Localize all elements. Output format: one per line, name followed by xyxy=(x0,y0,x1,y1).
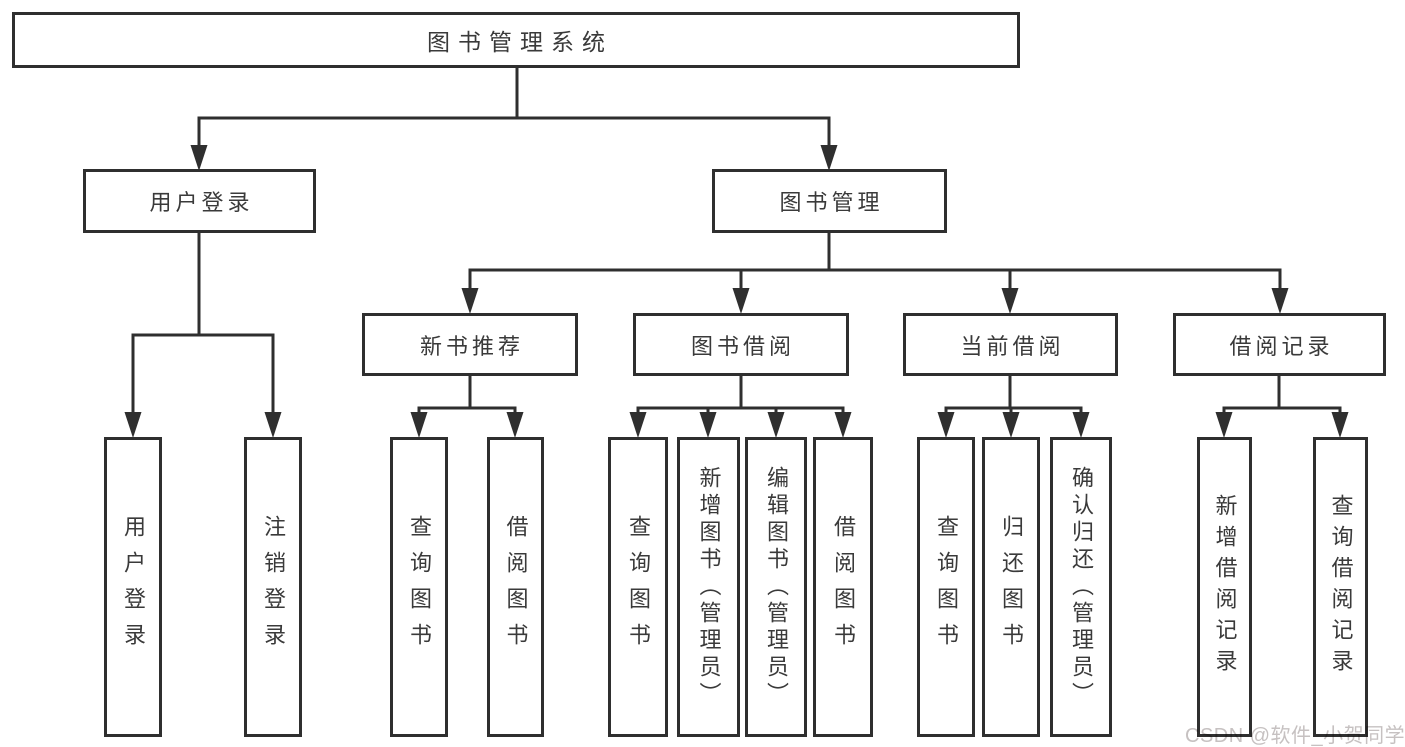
leaf-logout: 注销登录 xyxy=(244,437,302,737)
watermark: CSDN @软件_小贺同学 xyxy=(1185,725,1405,747)
arrow-down-icon xyxy=(1002,412,1020,438)
leaf-add-books-admin: 新增图书（管理员） xyxy=(677,437,740,737)
node-user-login: 用户登录 xyxy=(83,169,316,233)
node-current-borrowing: 当前借阅 xyxy=(903,313,1118,376)
arrow-down-icon xyxy=(264,412,282,438)
node-book-borrowing: 图书借阅 xyxy=(633,313,849,376)
node-borrowing-records: 借阅记录 xyxy=(1173,313,1386,376)
arrow-down-icon xyxy=(1331,412,1349,438)
leaf-query-books-recommend: 查询图书 xyxy=(390,437,448,737)
arrow-down-icon xyxy=(1215,412,1233,438)
leaf-confirm-return-admin: 确认归还（管理员） xyxy=(1050,437,1112,737)
leaf-borrow-books: 借阅图书 xyxy=(813,437,873,737)
leaf-borrow-books-recommend: 借阅图书 xyxy=(487,437,544,737)
leaf-query-borrow-record: 查询借阅记录 xyxy=(1313,437,1368,737)
arrow-down-icon xyxy=(767,412,785,438)
arrow-down-icon xyxy=(1001,288,1019,314)
arrow-down-icon xyxy=(937,412,955,438)
node-new-book-recommendation: 新书推荐 xyxy=(362,313,578,376)
arrow-down-icon xyxy=(410,412,428,438)
arrow-down-icon xyxy=(699,412,717,438)
arrow-down-icon xyxy=(1271,288,1289,314)
arrow-down-icon xyxy=(820,145,838,171)
leaf-edit-books-admin: 编辑图书（管理员） xyxy=(745,437,807,737)
leaf-user-login: 用户登录 xyxy=(104,437,162,737)
arrow-down-icon xyxy=(1072,412,1090,438)
node-book-management: 图书管理 xyxy=(712,169,947,233)
arrow-down-icon xyxy=(732,288,750,314)
arrow-down-icon xyxy=(190,145,208,171)
leaf-add-borrow-record: 新增借阅记录 xyxy=(1197,437,1252,737)
leaf-return-books: 归还图书 xyxy=(982,437,1040,737)
arrow-down-icon xyxy=(124,412,142,438)
arrow-down-icon xyxy=(629,412,647,438)
leaf-query-books-current: 查询图书 xyxy=(917,437,975,737)
leaf-query-books-borrow: 查询图书 xyxy=(608,437,668,737)
arrow-down-icon xyxy=(506,412,524,438)
arrow-down-icon xyxy=(461,288,479,314)
arrow-down-icon xyxy=(834,412,852,438)
node-root: 图书管理系统 xyxy=(12,12,1020,68)
